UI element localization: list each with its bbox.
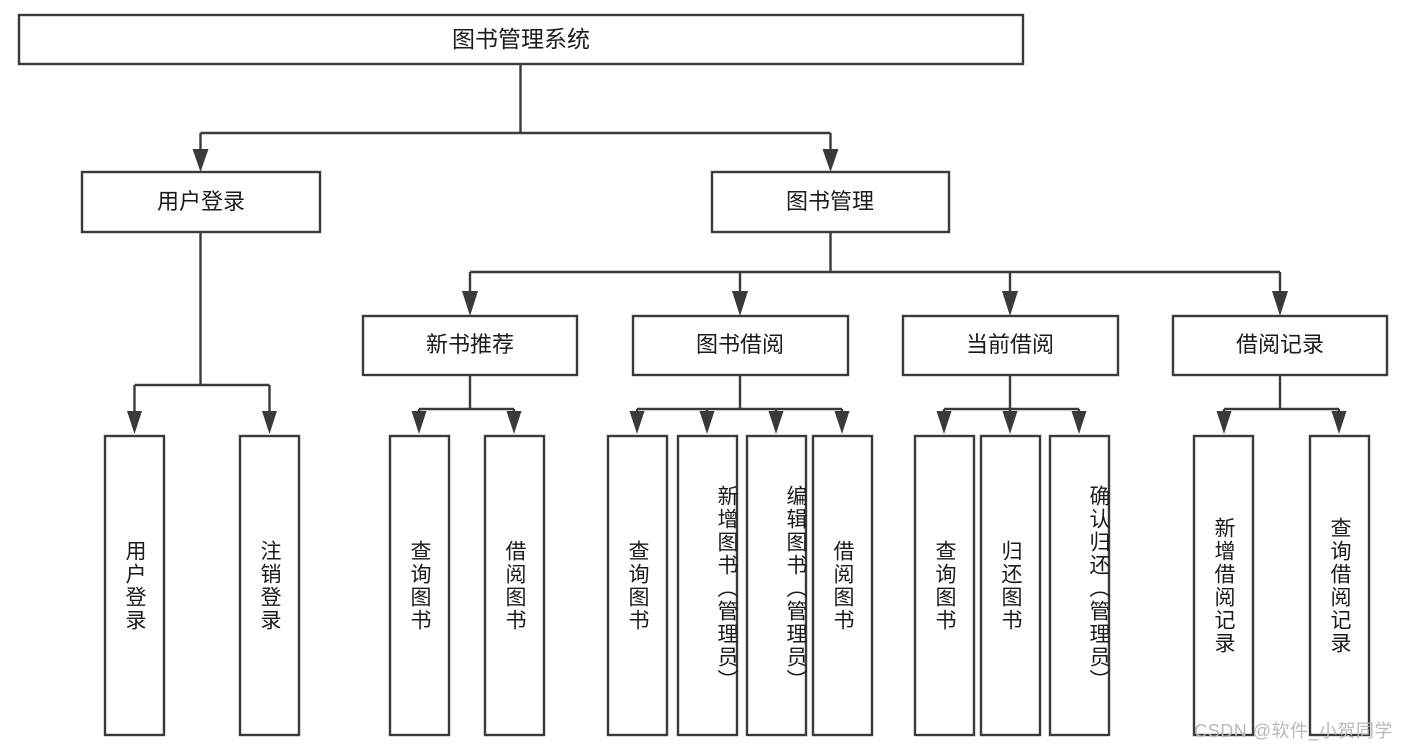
leaf-box-cb-confirm-return-admin[interactable]	[1048, 434, 1111, 737]
arrow-head-cb-leaf-1	[936, 411, 952, 434]
arrow-head-current-borrow	[1002, 291, 1018, 316]
node-book-manage-box[interactable]	[710, 170, 951, 234]
arrow-head-bb-leaf-2	[699, 411, 715, 434]
node-user-login-label: 用户登录	[157, 189, 245, 214]
leaf-box-bb-edit-book-admin[interactable]	[745, 434, 808, 737]
arrow-head-book-manage	[822, 149, 839, 172]
leaf-box-bb-add-book-admin[interactable]	[676, 434, 739, 737]
node-book-borrow-box[interactable]	[631, 314, 850, 377]
watermark-text: CSDN @软件_小贺同学	[1194, 721, 1393, 741]
leaf-box-cb-return-book[interactable]	[979, 434, 1042, 737]
arrow-head-leaf-user-login	[127, 411, 142, 434]
arrow-head-bb-leaf-3	[768, 411, 784, 434]
leaf-box-br-add-record[interactable]	[1192, 434, 1255, 737]
arrow-head-borrow-record	[1272, 291, 1288, 316]
node-book-manage[interactable]: 图书管理	[710, 170, 951, 234]
arrow-head-cb-leaf-3	[1071, 411, 1087, 434]
arrow-head-br-leaf-2	[1331, 411, 1347, 434]
node-root[interactable]: 图书管理系统	[17, 13, 1025, 66]
node-book-borrow-label: 图书借阅	[696, 332, 784, 357]
leaf-box-nb-borrow-book[interactable]	[483, 434, 546, 737]
arrow-head-br-leaf-1	[1216, 411, 1232, 434]
node-new-book-recommend-label: 新书推荐	[426, 332, 514, 357]
connector-group	[127, 64, 1347, 434]
node-root-box[interactable]	[17, 13, 1025, 66]
arrow-head-bb-leaf-4	[834, 411, 850, 434]
node-borrow-record[interactable]: 借阅记录	[1171, 314, 1389, 377]
node-user-login-box[interactable]	[80, 170, 322, 234]
leaf-box-bb-borrow-book[interactable]	[811, 434, 874, 737]
node-root-label: 图书管理系统	[452, 26, 590, 52]
arrow-head-new-book	[462, 291, 478, 316]
node-user-login[interactable]: 用户登录	[80, 170, 322, 234]
leaf-box-cb-query-book[interactable]	[913, 434, 976, 737]
leaf-box-user-login[interactable]	[103, 434, 166, 737]
leaf-box-logout[interactable]	[238, 434, 301, 737]
leaf-box-br-query-record[interactable]	[1308, 434, 1371, 737]
node-borrow-record-box[interactable]	[1171, 314, 1389, 377]
node-current-borrow-box[interactable]	[901, 314, 1120, 377]
node-borrow-record-label: 借阅记录	[1236, 332, 1324, 357]
leaf-box-nb-query-book[interactable]	[388, 434, 451, 737]
node-new-book-recommend[interactable]: 新书推荐	[361, 314, 579, 377]
arrow-head-bb-leaf-1	[629, 411, 645, 434]
leaf-box-bb-query-book[interactable]	[606, 434, 669, 737]
node-current-borrow-label: 当前借阅	[966, 332, 1054, 357]
arrow-head-cb-leaf-2	[1002, 411, 1018, 434]
node-current-borrow[interactable]: 当前借阅	[901, 314, 1120, 377]
node-book-manage-label: 图书管理	[786, 189, 874, 214]
arrow-head-nb-leaf-2	[506, 411, 522, 434]
arrow-head-book-borrow	[732, 291, 748, 316]
node-new-book-recommend-box[interactable]	[361, 314, 579, 377]
arrow-head-nb-leaf-1	[411, 411, 427, 434]
node-book-borrow[interactable]: 图书借阅	[631, 314, 850, 377]
arrow-head-leaf-logout	[262, 411, 277, 434]
arrow-head-user-login	[192, 149, 209, 172]
